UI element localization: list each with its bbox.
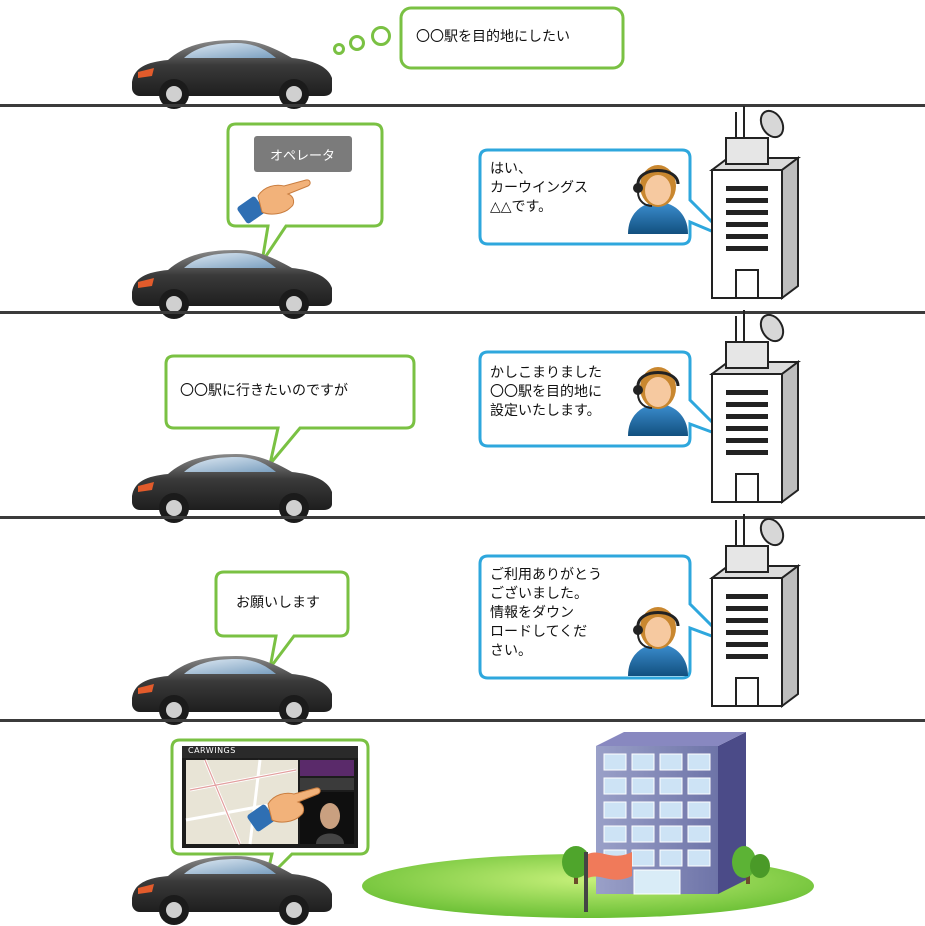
thought-dot-small (333, 43, 345, 55)
destination-building (362, 732, 814, 918)
operator-speech-scene3: かしこまりました 〇〇駅を目的地に 設定いたします。 (490, 365, 602, 419)
operator-speech-scene2: はい、 カーウイングス △△です。 (490, 161, 588, 215)
destination-flag-icon (584, 852, 632, 912)
driver-speech-scene4: お願いします (236, 595, 320, 611)
operator-button[interactable] (254, 136, 352, 172)
thought-dot-medium (349, 35, 365, 51)
divider-1 (0, 104, 925, 107)
operator-button-label[interactable]: オペレータ (270, 149, 336, 164)
navi-screen-title: CARWINGS (188, 746, 236, 755)
thought-dot-large (371, 26, 391, 46)
thought-bubble-scene1 (399, 6, 625, 70)
speech-bubble-driver-scene3 (164, 354, 416, 465)
car-scene2 (132, 250, 332, 319)
thought-text-scene1: 〇〇駅を目的地にしたい (416, 29, 570, 45)
divider-4 (0, 719, 925, 722)
speech-bubble-driver-scene4 (214, 570, 350, 669)
divider-3 (0, 516, 925, 519)
navi-screen (182, 746, 358, 848)
car-scene5 (132, 856, 332, 925)
car-scene3 (132, 454, 332, 523)
tower-icon-scene3 (711, 309, 799, 503)
tower-icon-scene2 (711, 105, 799, 299)
driver-speech-scene3: 〇〇駅に行きたいのですが (180, 383, 348, 399)
car-scene4 (132, 656, 332, 725)
divider-2 (0, 311, 925, 314)
car-scene1 (132, 40, 332, 109)
tree-left (562, 846, 590, 884)
operator-speech-scene4: ご利用ありがとう ございました。 情報をダウン ロードしてくだ さい。 (490, 567, 602, 659)
tree-right (732, 846, 770, 884)
tower-icon-scene4 (711, 513, 799, 707)
